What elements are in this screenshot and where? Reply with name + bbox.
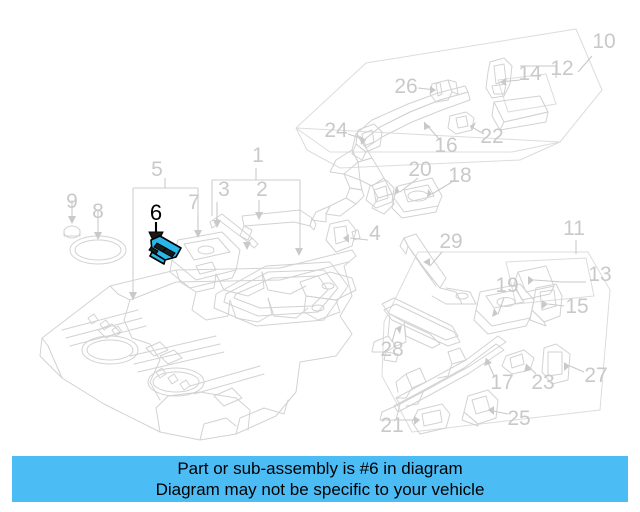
part-7-bracket [169, 231, 241, 289]
arrowheads-bottom [396, 258, 570, 425]
lead-20 [399, 177, 419, 193]
callout-label-2: 2 [256, 178, 268, 201]
arrowheads-left [68, 216, 349, 300]
part-17-rail [379, 335, 507, 421]
part-22-bracket [447, 111, 475, 135]
callout-label-27: 27 [584, 364, 607, 387]
subassembly-panel-10 [295, 28, 603, 169]
part-6-flange [149, 251, 166, 265]
callout-label-8: 8 [92, 200, 104, 223]
lead-29 [429, 251, 443, 267]
callout-label-21: 21 [380, 414, 403, 437]
callout-label-7: 7 [188, 191, 200, 214]
callout-label-18: 18 [448, 164, 471, 187]
part-14-bracket [485, 57, 513, 99]
callout-label-20: 20 [408, 158, 431, 181]
callout-label-29: 29 [439, 230, 462, 253]
callout-label-15: 15 [565, 295, 588, 318]
callout-label-16: 16 [434, 134, 457, 157]
part-6-rib-c [148, 246, 159, 255]
callout-label-26: 26 [394, 75, 417, 98]
part-28-crossmember [371, 297, 461, 363]
callout-label-25: 25 [507, 407, 530, 430]
callout-label-1: 1 [252, 144, 264, 167]
lead-13 [533, 279, 586, 283]
part-4-bracket [325, 219, 361, 253]
part-20-bracket [365, 179, 395, 209]
part-6-rib-b [162, 247, 176, 258]
lead-4 [349, 237, 369, 241]
lead-15 [547, 303, 565, 307]
callout-label-3: 3 [218, 178, 230, 201]
part-15-bracket [529, 283, 563, 327]
part-27-bracket [541, 343, 571, 385]
notice-banner: Part or sub-assembly is #6 in diagram Di… [12, 456, 628, 502]
callout-label-12: 12 [550, 57, 573, 80]
callout-label-17: 17 [490, 371, 513, 394]
callout-label-13: 13 [588, 263, 611, 286]
lead-27 [569, 365, 585, 373]
part-29-reinforcement [399, 233, 477, 305]
callout-label-22: 22 [480, 125, 503, 148]
arrowheads-group1 [255, 212, 263, 220]
callout-label-28: 28 [380, 338, 403, 361]
notice-line-2: Diagram may not be specific to your vehi… [155, 480, 485, 499]
callout-label-4: 4 [369, 222, 381, 245]
lead-12 [520, 65, 557, 78]
part-23-bracket [501, 349, 535, 375]
part-13-cover [513, 265, 555, 301]
callout-label-14: 14 [518, 62, 542, 85]
arrowheads-top [360, 78, 506, 198]
callout-label-9: 9 [66, 190, 78, 213]
callout-label-23: 23 [531, 371, 554, 394]
callout-labels: 1 2 3 4 5 6 7 8 9 10 11 12 13 14 15 16 1… [66, 30, 616, 437]
highlighted-part-6[interactable] [148, 222, 182, 265]
part-2-rod [239, 209, 317, 241]
part-12-cover [491, 95, 549, 131]
callout-label-19: 19 [495, 274, 518, 297]
notice-line-1: Part or sub-assembly is #6 in diagram [177, 459, 463, 478]
lead-19 [497, 297, 505, 315]
part-21-bracket [411, 403, 451, 435]
lead-10 [577, 55, 593, 73]
main-floor-pan [39, 249, 357, 441]
callout-label-6: 6 [150, 200, 162, 225]
part-9-grommet [63, 225, 81, 239]
lead-28 [391, 327, 397, 343]
callout-label-24: 24 [324, 119, 348, 142]
subassembly-panel-11 [381, 251, 611, 433]
callout-label-11: 11 [563, 217, 585, 240]
part-16-rear-side-rail [311, 85, 471, 223]
callout-label-10: 10 [592, 30, 615, 53]
part-8-grommet [69, 235, 127, 265]
lead-18 [431, 181, 453, 195]
callout-label-5: 5 [151, 158, 163, 181]
part-18-plate [391, 177, 443, 219]
